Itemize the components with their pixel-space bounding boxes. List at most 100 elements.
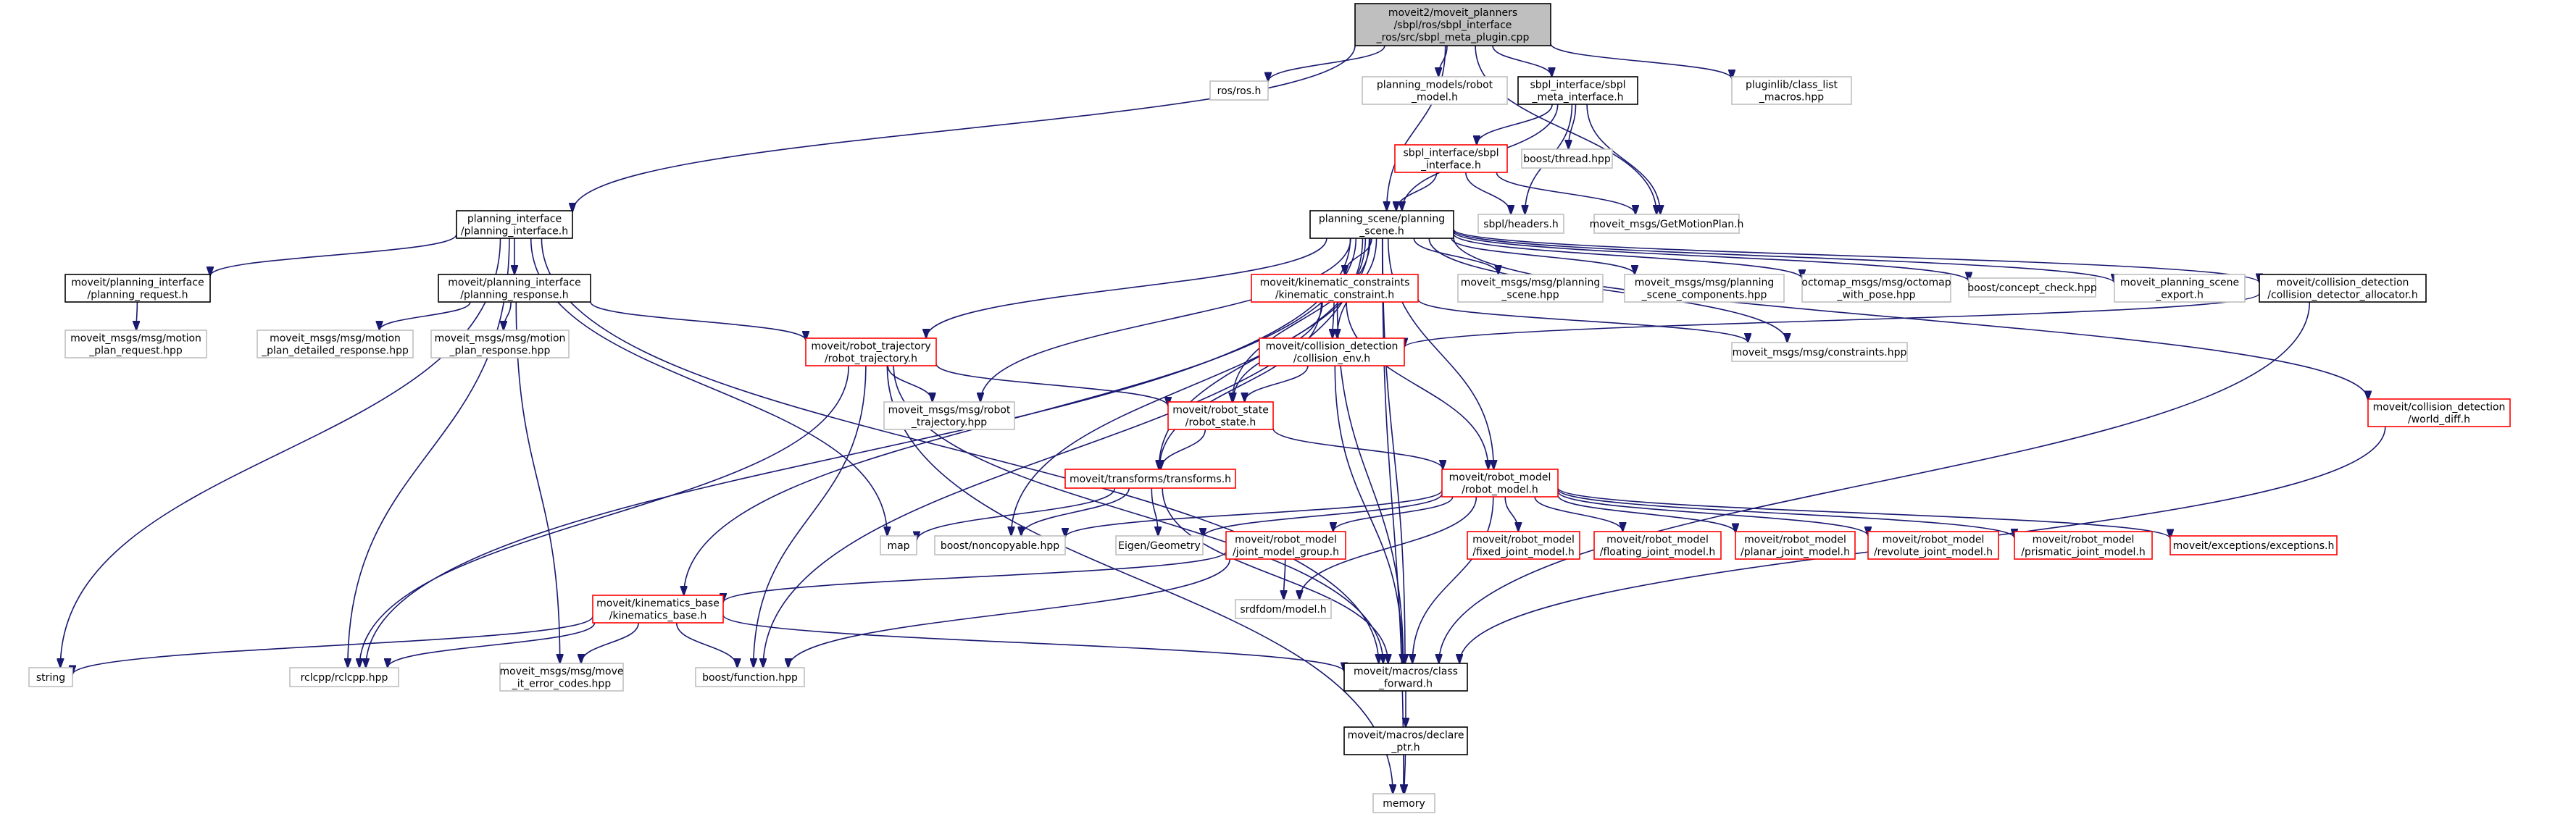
- node-planar-joint[interactable]: moveit/robot_model/planar_joint_model.h: [1735, 531, 1856, 560]
- node-box: [1343, 663, 1468, 692]
- node-label-line: _ros/src/sbpl_meta_plugin.cpp: [1376, 32, 1530, 43]
- node-label-line: _macros.hpp: [1759, 92, 1824, 104]
- node-box: [1731, 342, 1908, 362]
- node-label-line: /world_diff.h: [2408, 414, 2470, 426]
- node-move-it-error-codes: moveit_msgs/msg/move_it_error_codes.hpp: [499, 663, 624, 692]
- node-world-diff[interactable]: moveit/collision_detection/world_diff.h: [2367, 398, 2511, 427]
- node-box: [1477, 214, 1564, 234]
- node-class-forward[interactable]: moveit/macros/class_forward.h: [1343, 663, 1468, 692]
- node-prismatic-joint[interactable]: moveit/robot_model/prismatic_joint_model…: [2014, 531, 2153, 560]
- node-label-line: /kinematic_constraint.h: [1275, 290, 1394, 301]
- node-label-line: _plan_detailed_response.hpp: [261, 345, 409, 357]
- edge-planning_interface-to-string: [60, 238, 501, 668]
- edge-kinematic_constraint-to-transforms: [1159, 301, 1322, 469]
- node-label-line: moveit/planning_interface: [71, 277, 204, 289]
- edge-robot_trajectory-to-memory: [886, 365, 1393, 794]
- node-transforms[interactable]: moveit/transforms/transforms.h: [1064, 469, 1236, 489]
- node-msg-planning-scene: moveit_msgs/msg/planning_scene.hpp: [1457, 274, 1604, 303]
- node-box: [1867, 531, 1999, 560]
- node-kinematics-base[interactable]: moveit/kinematics_base/kinematics_base.h: [592, 595, 724, 624]
- node-cd-allocator[interactable]: moveit/collision_detection/collision_det…: [2259, 274, 2427, 303]
- edge-cd_allocator-to-collision_env: [1404, 293, 2260, 347]
- node-floating-joint[interactable]: moveit/robot_model/floating_joint_model.…: [1593, 531, 1722, 560]
- node-box: [1235, 599, 1332, 619]
- edge-joint_model_group-to-kinematics_base: [723, 551, 1227, 603]
- node-boost-function: boost/function.hpp: [695, 667, 805, 687]
- node-label-line: /planning_request.h: [87, 290, 188, 301]
- edge-robot_model-to-joint_model_group: [1333, 496, 1454, 532]
- node-robot-trajectory[interactable]: moveit/robot_trajectory/robot_trajectory…: [805, 337, 937, 366]
- edge-transforms-to-noncopyable: [1021, 487, 1130, 536]
- node-fixed-joint[interactable]: moveit/robot_model/fixed_joint_model.h: [1467, 531, 1580, 560]
- node-label-line: moveit/robot_model: [1883, 534, 1985, 546]
- node-box: [1593, 214, 1740, 234]
- node-label-line: /robot_trajectory.h: [825, 353, 917, 365]
- node-box: [1968, 277, 2096, 298]
- edge-robot_trajectory-to-boost_function: [754, 365, 867, 668]
- edge-robot_model-to-srdfdom: [1299, 496, 1477, 600]
- node-planning-response[interactable]: moveit/planning_interface/planning_respo…: [438, 274, 591, 303]
- node-box: [289, 667, 399, 687]
- node-revolute-joint[interactable]: moveit/robot_model/revolute_joint_model.…: [1867, 531, 1999, 560]
- node-concept-check: boost/concept_check.hpp: [1967, 277, 2097, 298]
- edge-collision_env-to-robot_state: [1245, 365, 1309, 402]
- node-box: [1343, 726, 1468, 755]
- node-collision-env[interactable]: moveit/collision_detection/collision_env…: [1259, 337, 1405, 366]
- node-label-line: _scene.hpp: [1501, 290, 1559, 301]
- node-label-line: moveit/robot_model: [1449, 472, 1551, 484]
- node-label-line: _trajectory.hpp: [911, 417, 987, 429]
- edge-planning_scene-to-msg_robot_traj: [980, 238, 1351, 402]
- node-label-line: /joint_model_group.h: [1233, 547, 1339, 558]
- node-label-line: /planning_interface.h: [461, 226, 568, 238]
- node-robot-state[interactable]: moveit/robot_state/robot_state.h: [1167, 401, 1274, 430]
- node-label-line: moveit_msgs/msg/motion: [270, 333, 401, 345]
- node-label-line: planning_scene/planning: [1319, 214, 1445, 225]
- node-sbpl-meta-interface[interactable]: sbpl_interface/sbpl_meta_interface.h: [1517, 76, 1638, 105]
- edge-root-to-ros_h: [1268, 45, 1385, 82]
- edge-joint_model_group-to-srdfdom: [1284, 558, 1285, 600]
- node-box: [438, 274, 591, 303]
- node-box: [880, 535, 917, 555]
- node-label-line: boost/concept_check.hpp: [1967, 282, 2097, 294]
- node-label-line: pluginlib/class_list: [1746, 80, 1838, 91]
- nodes-layer: moveit2/moveit_planners/sbpl/ros/sbpl_in…: [28, 3, 2511, 813]
- node-box: [1167, 401, 1274, 430]
- node-label-line: _with_pose.hpp: [1836, 290, 1915, 301]
- node-exceptions[interactable]: moveit/exceptions/exceptions.h: [2169, 535, 2338, 555]
- node-kinematic-constraint[interactable]: moveit/kinematic_constraints/kinematic_c…: [1251, 274, 1419, 303]
- node-declare-ptr[interactable]: moveit/macros/declare_ptr.h: [1343, 726, 1468, 755]
- node-planning-request[interactable]: moveit/planning_interface/planning_reque…: [64, 274, 211, 303]
- node-label-line: /fixed_joint_model.h: [1472, 547, 1575, 558]
- edge-root-to-planning_models_robot: [1438, 45, 1448, 77]
- node-label-line: /prismatic_joint_model.h: [2021, 547, 2145, 558]
- node-box: [456, 210, 573, 239]
- node-joint-model-group[interactable]: moveit/robot_model/joint_model_group.h: [1225, 531, 1346, 560]
- edge-root-to-planning_interface: [572, 45, 1356, 212]
- node-label-line: /planning_response.h: [460, 290, 568, 301]
- node-robot-model[interactable]: moveit/robot_model/robot_model.h: [1441, 469, 1559, 498]
- edge-declare_ptr-to-memory: [1404, 754, 1406, 794]
- node-planning-interface[interactable]: planning_interface/planning_interface.h: [456, 210, 573, 239]
- node-box: [1064, 469, 1236, 489]
- edge-planning_scene-to-msg_psc: [1451, 238, 1635, 274]
- node-label-line: /planar_joint_model.h: [1741, 547, 1850, 558]
- node-sbpl-interface[interactable]: sbpl_interface/sbpl_interface.h: [1394, 144, 1508, 173]
- node-box: [1731, 76, 1852, 105]
- edge-root-to-pluginlib: [1550, 43, 1732, 79]
- edge-kinematics_base-to-rclcpp: [388, 622, 596, 668]
- node-box: [1521, 148, 1613, 169]
- edge-root-to-planning_scene: [1387, 45, 1446, 211]
- node-box: [430, 330, 570, 358]
- edge-planning_scene-to-concept_check: [1453, 231, 1969, 282]
- edge-planning_scene-to-world_diff: [1453, 237, 2368, 400]
- node-box: [1259, 337, 1405, 366]
- node-label-line: _forward.h: [1378, 679, 1433, 690]
- node-label-line: moveit/robot_trajectory: [811, 341, 930, 353]
- node-mpr: moveit_msgs/msg/motion_plan_response.hpp: [430, 330, 570, 358]
- node-planning-scene[interactable]: planning_scene/planning_scene.h: [1309, 210, 1454, 239]
- node-memory: memory: [1372, 793, 1435, 813]
- node-root[interactable]: moveit2/moveit_planners/sbpl/ros/sbpl_in…: [1354, 3, 1551, 46]
- edge-planning_scene-to-cd_allocator: [1453, 228, 2259, 283]
- node-label-line: moveit_msgs/msg/planning: [1635, 277, 1775, 289]
